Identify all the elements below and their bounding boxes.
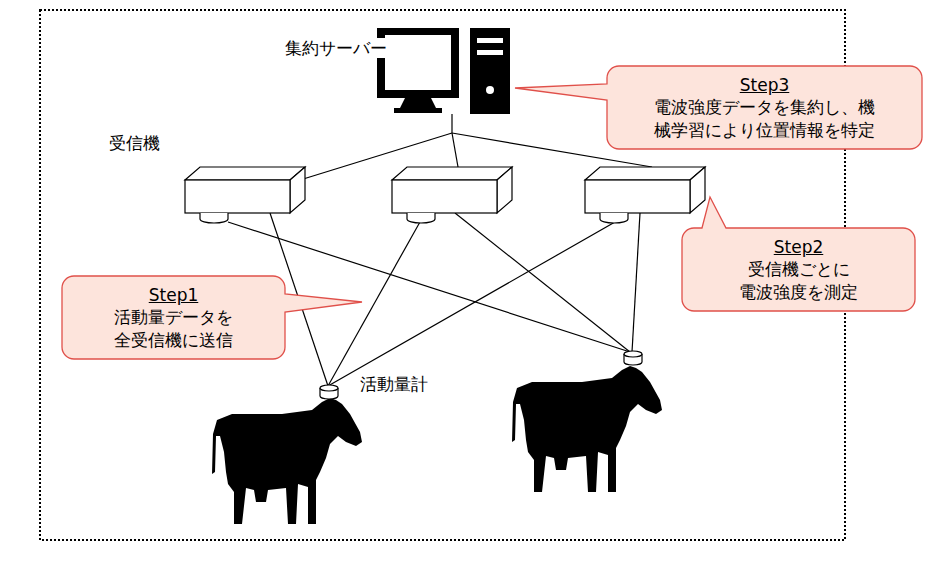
callout-text: 電波強度データを集約し、機械学習により位置情報を特定	[653, 96, 876, 140]
callout-outline	[62, 276, 362, 359]
callout-box: Step2受信機ごとに 電波強度を測定	[682, 228, 915, 311]
receiver-boxes	[185, 167, 705, 223]
callout-box: Step1活動量データを 全受信機に送信	[62, 276, 285, 359]
cow-silhouettes	[212, 366, 662, 524]
activity-meters	[320, 351, 642, 399]
callout-outline	[682, 197, 915, 311]
part-label: 集約サーバー	[283, 38, 389, 58]
part-label: 受信機	[107, 133, 162, 153]
part-label: 活動量計	[358, 374, 430, 394]
step-heading: Step2	[774, 236, 824, 258]
callout-outline	[515, 66, 922, 149]
server-icon	[377, 28, 510, 114]
callout-text: 活動量データを 全受信機に送信	[113, 306, 234, 350]
step-heading: Step3	[740, 74, 790, 96]
callout-text: 受信機ごとに 電波強度を測定	[738, 258, 859, 302]
step-heading: Step1	[149, 284, 199, 306]
callout-box: Step3電波強度データを集約し、機械学習により位置情報を特定	[607, 66, 922, 149]
